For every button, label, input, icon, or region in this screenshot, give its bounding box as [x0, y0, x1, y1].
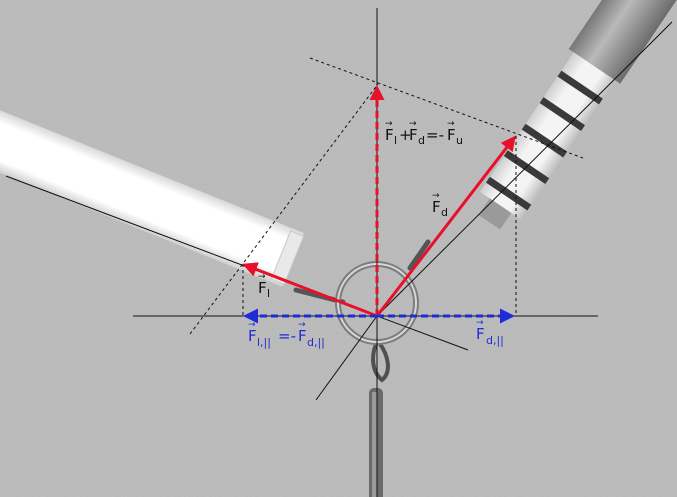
svg-text:→: → [476, 318, 484, 328]
svg-text:→: → [248, 320, 256, 330]
svg-text:F: F [248, 327, 257, 345]
label-fl-parallel: → F l,|| =- → F d,|| [248, 320, 325, 349]
svg-text:=-: =- [278, 327, 296, 345]
hanging-hook [369, 339, 390, 497]
parallelogram-top-edge [309, 57, 584, 159]
svg-text:F: F [298, 327, 307, 345]
force-fd-arrow [375, 135, 516, 317]
svg-text:=-: =- [426, 126, 444, 144]
right-balance-axis-extension [315, 315, 378, 401]
label-force-sum: → F l + → F d =- → F u [385, 119, 463, 147]
label-fd-parallel: → F d,|| [476, 318, 504, 347]
svg-text:→: → [258, 272, 266, 282]
svg-text:F: F [258, 279, 267, 297]
svg-text:→: → [447, 119, 455, 129]
svg-text:d,||: d,|| [307, 336, 325, 349]
svg-text:d: d [441, 206, 448, 219]
label-fl: → F l [258, 272, 270, 300]
svg-text:+: + [399, 126, 412, 144]
svg-text:l: l [394, 134, 397, 147]
right-balance-axis [376, 21, 673, 317]
svg-text:l: l [267, 287, 270, 300]
label-fd: → F d [432, 191, 448, 219]
svg-text:l,||: l,|| [257, 336, 271, 349]
svg-text:F: F [409, 126, 418, 144]
svg-text:u: u [456, 134, 463, 147]
svg-text:F: F [476, 325, 485, 343]
force-fl-arrow [242, 262, 378, 318]
svg-text:→: → [409, 119, 417, 129]
left-balance-axis-extension [376, 315, 469, 351]
left-spring-balance [0, 103, 305, 287]
svg-text:F: F [385, 126, 394, 144]
svg-text:d,||: d,|| [486, 334, 504, 347]
svg-text:F: F [447, 126, 456, 144]
svg-text:→: → [432, 191, 440, 201]
svg-text:→: → [298, 320, 306, 330]
svg-text:d: d [418, 134, 425, 147]
right-hook [407, 239, 431, 271]
parallelogram-left-edge [189, 83, 379, 335]
svg-text:F: F [432, 198, 441, 216]
svg-text:→: → [385, 119, 393, 129]
